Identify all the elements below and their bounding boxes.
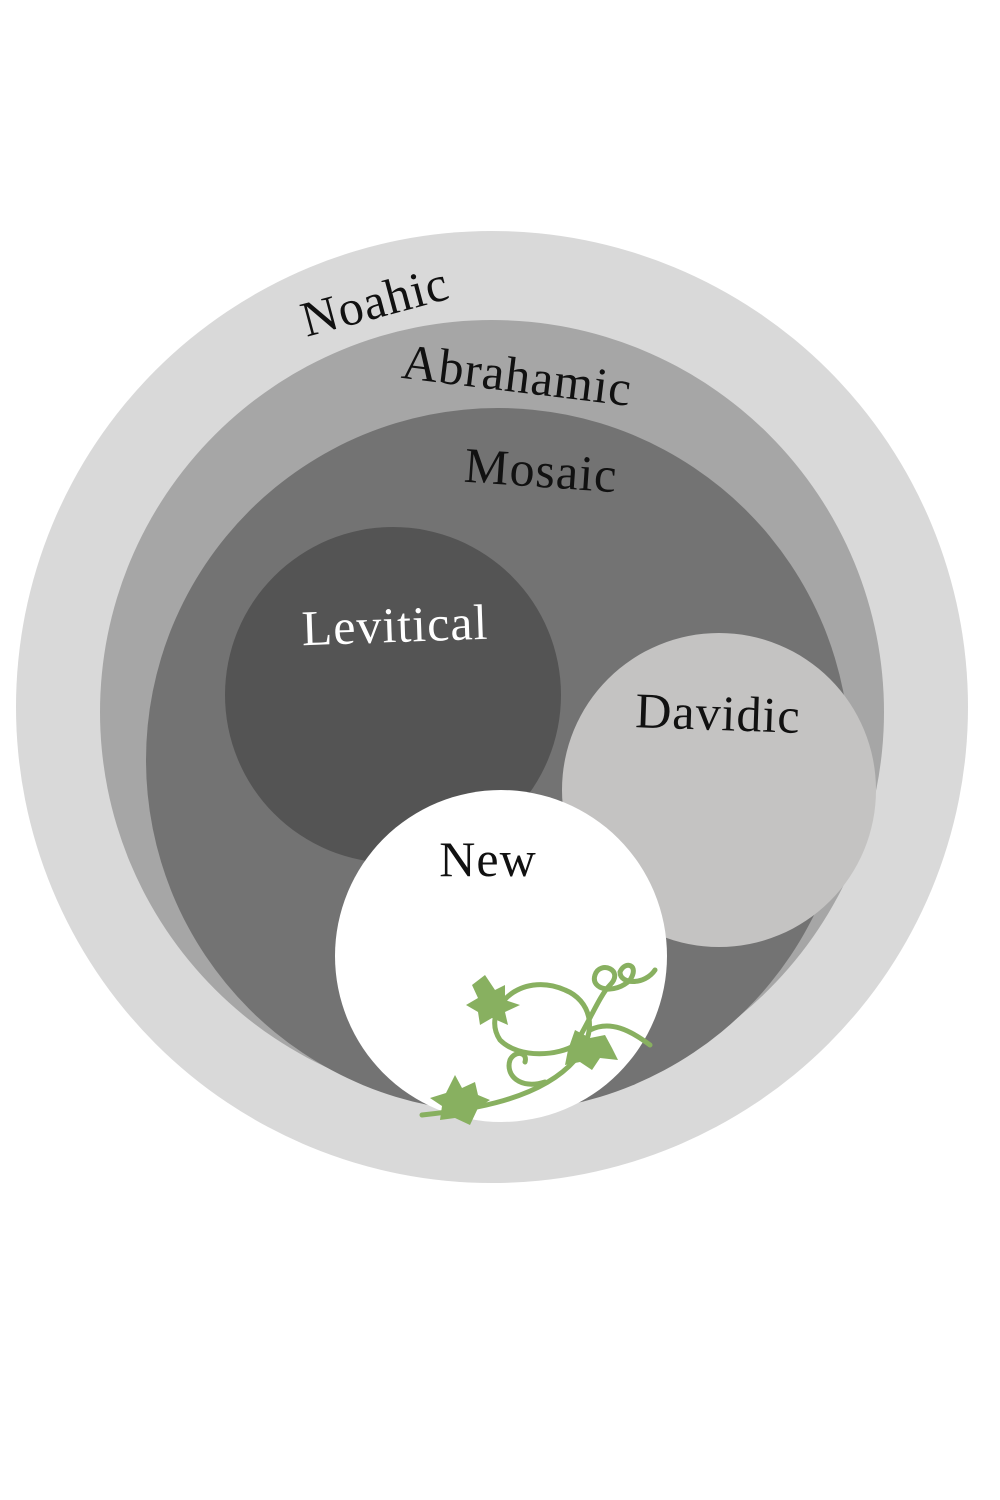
circle-levitical <box>225 527 561 863</box>
label-levitical: Levitical <box>301 594 490 656</box>
grapevine-icon <box>419 962 658 1125</box>
label-mosaic: Mosaic <box>463 437 620 504</box>
label-davidic: Davidic <box>634 682 801 744</box>
label-new: New <box>439 831 536 887</box>
